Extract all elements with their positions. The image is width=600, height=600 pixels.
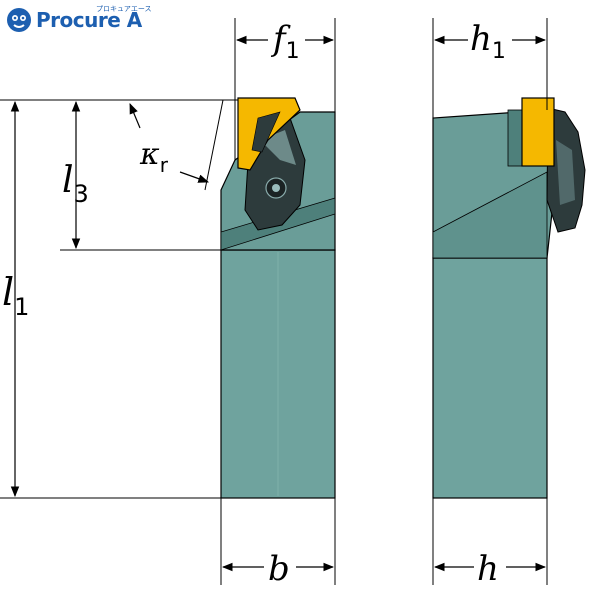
l3-label: l3 (62, 160, 89, 208)
kr-arrow-top (129, 103, 141, 129)
kr-edge-line (204, 99, 224, 191)
right-shank (432, 257, 548, 499)
screw-center (272, 184, 280, 192)
b-label: b (268, 549, 290, 589)
kr-arrow-bottom (179, 171, 210, 183)
kr-label: κr (139, 137, 169, 177)
right-clamp-detail (556, 140, 575, 205)
left-insert-cutout (251, 111, 281, 153)
h-label: h (477, 549, 499, 589)
right-insert (521, 97, 555, 167)
f1-label: f1 (270, 19, 300, 64)
logo-brand-text: Procure A (36, 8, 142, 32)
right-head-bevel (432, 171, 548, 259)
h1-label: h1 (470, 19, 506, 64)
procure-a-logo[interactable]: Procure A プロキュアエース (6, 4, 152, 36)
mascot-icon (7, 8, 31, 32)
l1-label: l1 (2, 270, 29, 321)
logo-tagline: プロキュアエース (96, 5, 152, 13)
